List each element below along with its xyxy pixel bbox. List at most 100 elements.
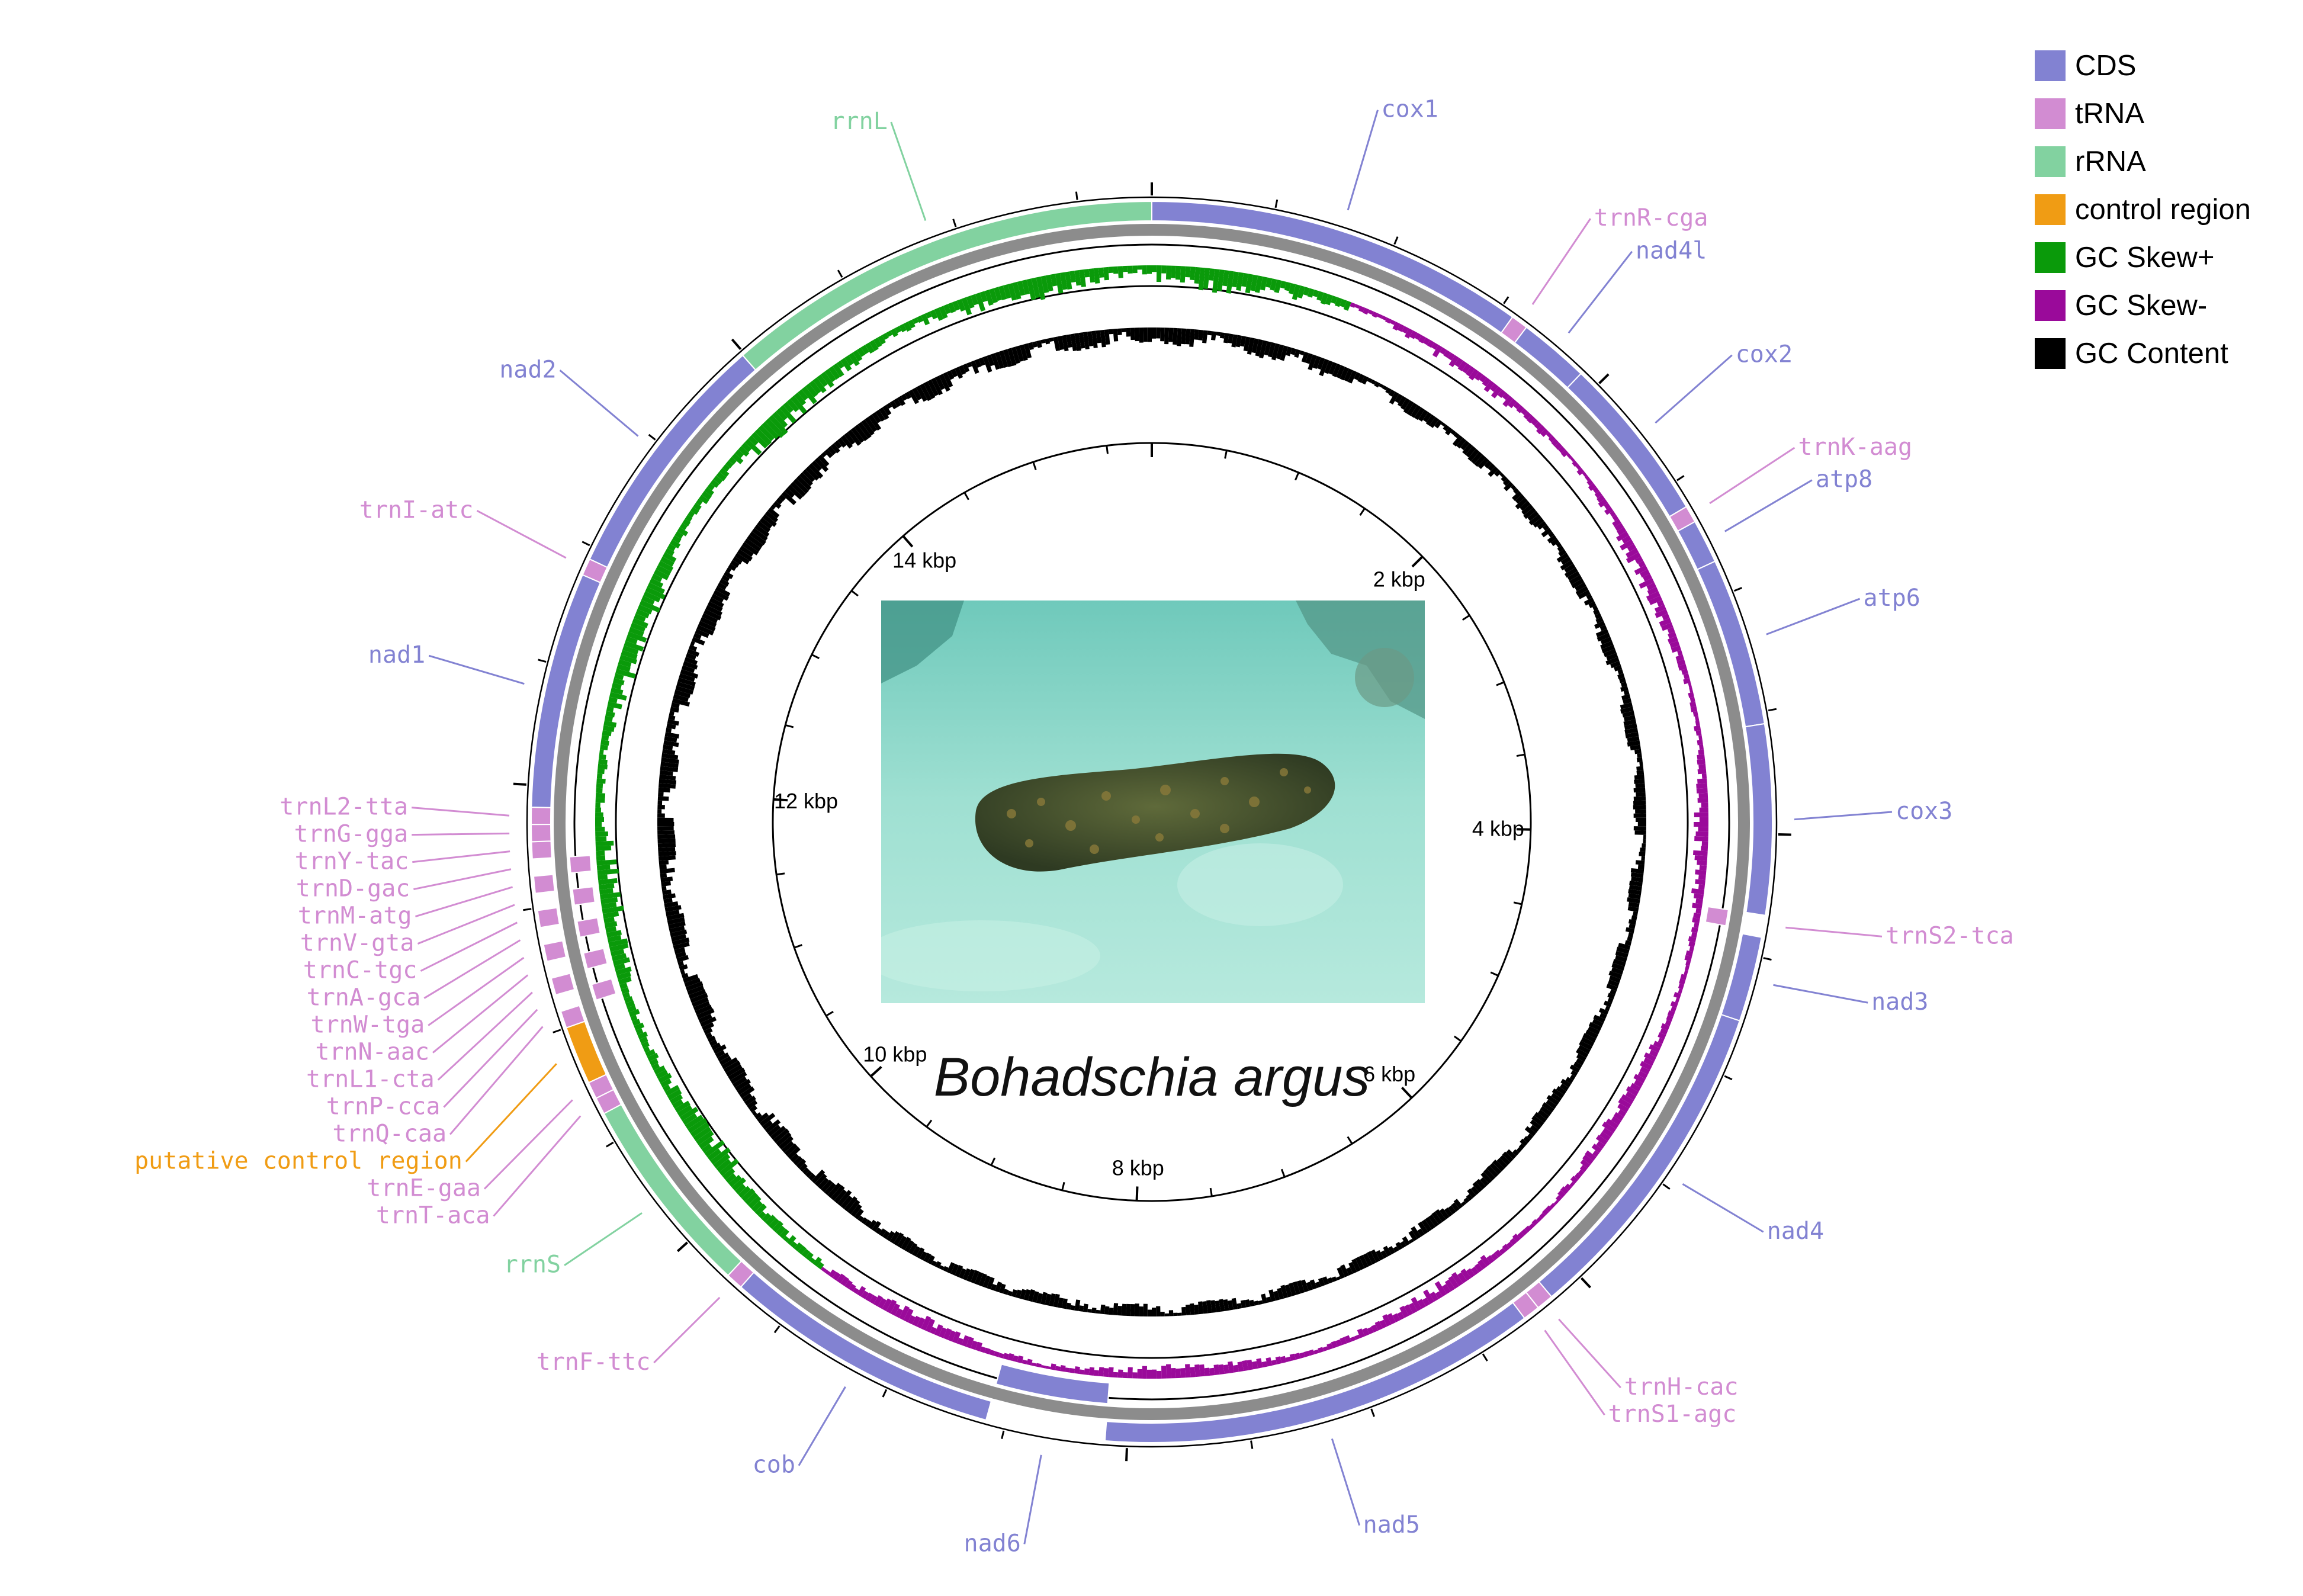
- gc-skew-bin: [1684, 969, 1688, 976]
- gc-skew-bin: [1626, 1086, 1639, 1096]
- inner-tick: [1106, 445, 1109, 454]
- gc-skew-bin: [1691, 932, 1698, 938]
- gc-content-bin: [1228, 333, 1234, 343]
- gc-skew-bin: [1551, 438, 1559, 447]
- gc-content-bin: [923, 1253, 932, 1263]
- gc-skew-bin: [1524, 1225, 1532, 1233]
- gc-content-bin: [1139, 327, 1144, 343]
- gc-skew-bin: [1646, 591, 1660, 601]
- gc-content-bin: [1453, 1199, 1463, 1209]
- gc-skew-bin: [1685, 950, 1694, 957]
- gc-content-bin: [1588, 601, 1597, 608]
- gc-content-bin: [1556, 1086, 1567, 1095]
- gc-skew-bin: [786, 1235, 796, 1245]
- gc-skew-bin: [786, 399, 799, 412]
- gc-content-bin: [1575, 582, 1586, 592]
- gc-content-bin: [1592, 605, 1598, 611]
- gc-skew-bin: [994, 1351, 1000, 1357]
- outer-tick: [1125, 1448, 1128, 1462]
- inner-tick: [870, 1065, 882, 1077]
- gc-content-bin: [1374, 381, 1380, 388]
- gc-content-bin: [1635, 817, 1646, 822]
- feature-trnW-tga: [542, 940, 567, 962]
- gc-content-bin: [664, 736, 677, 743]
- gc-skew-bin: [1640, 569, 1650, 578]
- gc-content-bin: [661, 757, 679, 764]
- gc-skew-bin: [849, 352, 860, 367]
- gc-content-bin: [683, 661, 698, 670]
- gc-skew-bin: [1684, 955, 1692, 962]
- gc-content-bin: [1160, 327, 1165, 342]
- gc-skew-bin: [1693, 913, 1701, 919]
- gc-skew-bin: [1003, 1353, 1010, 1360]
- gc-skew-bin: [651, 1062, 660, 1071]
- gc-skew-bin: [1026, 1359, 1033, 1366]
- gc-content-bin: [1448, 1205, 1457, 1215]
- gc-content-bin: [759, 517, 773, 529]
- gc-content-bin: [998, 1283, 1006, 1294]
- leader-line: [1794, 811, 1893, 821]
- feature-label: cox3: [1896, 798, 1952, 825]
- gc-content-bin: [1186, 1305, 1191, 1315]
- gc-skew-bin: [1697, 740, 1703, 746]
- gc-skew-bin: [1701, 802, 1708, 808]
- gc-skew-bin: [599, 888, 614, 895]
- gc-skew-bin: [916, 1317, 926, 1329]
- gc-content-bin: [1411, 1226, 1421, 1239]
- gc-content-bin: [1383, 1245, 1392, 1257]
- gc-content-bin: [1109, 329, 1114, 335]
- gc-content-bin: [1322, 1276, 1329, 1286]
- gc-content-bin: [1078, 1305, 1084, 1312]
- gc-content-bin: [1395, 1241, 1403, 1251]
- gc-skew-bin: [602, 725, 615, 732]
- gc-content-bin: [1040, 1292, 1048, 1305]
- gc-content-bin: [962, 363, 970, 372]
- gc-content-bin: [1460, 1200, 1467, 1206]
- gc-skew-bin: [1692, 711, 1698, 717]
- gc-content-bin: [844, 1196, 857, 1212]
- gc-content-bin: [1399, 1241, 1407, 1248]
- gc-skew-bin: [1557, 1190, 1566, 1199]
- outer-tick: [1370, 1408, 1375, 1417]
- gc-skew-bin: [595, 807, 602, 813]
- gc-skew-bin: [595, 822, 602, 827]
- gc-content-bin: [1087, 331, 1094, 346]
- gc-content-bin: [1486, 1165, 1499, 1178]
- outer-tick: [1581, 1277, 1592, 1289]
- gc-skew-bin: [1414, 332, 1422, 341]
- gc-skew-bin: [645, 586, 666, 600]
- gc-skew-bin: [762, 421, 779, 439]
- gc-content-bin: [1575, 586, 1589, 596]
- gc-content-bin: [1531, 1115, 1544, 1127]
- gc-content-bin: [728, 563, 737, 571]
- gc-content-bin: [1207, 330, 1212, 336]
- outer-tick: [1001, 1430, 1005, 1439]
- feature-trnM-atg: [532, 874, 555, 894]
- gc-skew-bin: [921, 1315, 932, 1331]
- gc-content-bin: [1387, 1246, 1396, 1255]
- gc-skew-bin: [1659, 618, 1672, 627]
- gc-content-bin: [1623, 689, 1630, 696]
- gc-skew-bin: [625, 1000, 635, 1008]
- gc-skew-bin: [614, 963, 625, 971]
- gc-content-bin: [1627, 936, 1633, 942]
- legend-swatch: [2035, 98, 2066, 129]
- gc-skew-bin: [947, 1330, 956, 1342]
- gc-content-bin: [1636, 766, 1644, 771]
- gc-skew-bin: [1040, 275, 1049, 293]
- gc-skew-bin: [1274, 280, 1282, 293]
- gc-content-bin: [1134, 1303, 1139, 1316]
- gc-skew-bin: [1247, 1359, 1254, 1370]
- gc-skew-bin: [979, 1346, 987, 1353]
- legend-item: CDS: [2035, 41, 2295, 89]
- gc-content-bin: [695, 1004, 712, 1016]
- outer-tick: [1274, 199, 1279, 208]
- gc-content-bin: [943, 372, 953, 388]
- gc-skew-bin: [1318, 1347, 1324, 1353]
- gc-content-bin: [1288, 1282, 1297, 1296]
- gc-content-bin: [1625, 927, 1635, 933]
- gc-content-bin: [1177, 328, 1182, 346]
- gc-skew-bin: [632, 1019, 641, 1026]
- gc-skew-bin: [595, 845, 612, 852]
- gc-content-bin: [904, 391, 912, 400]
